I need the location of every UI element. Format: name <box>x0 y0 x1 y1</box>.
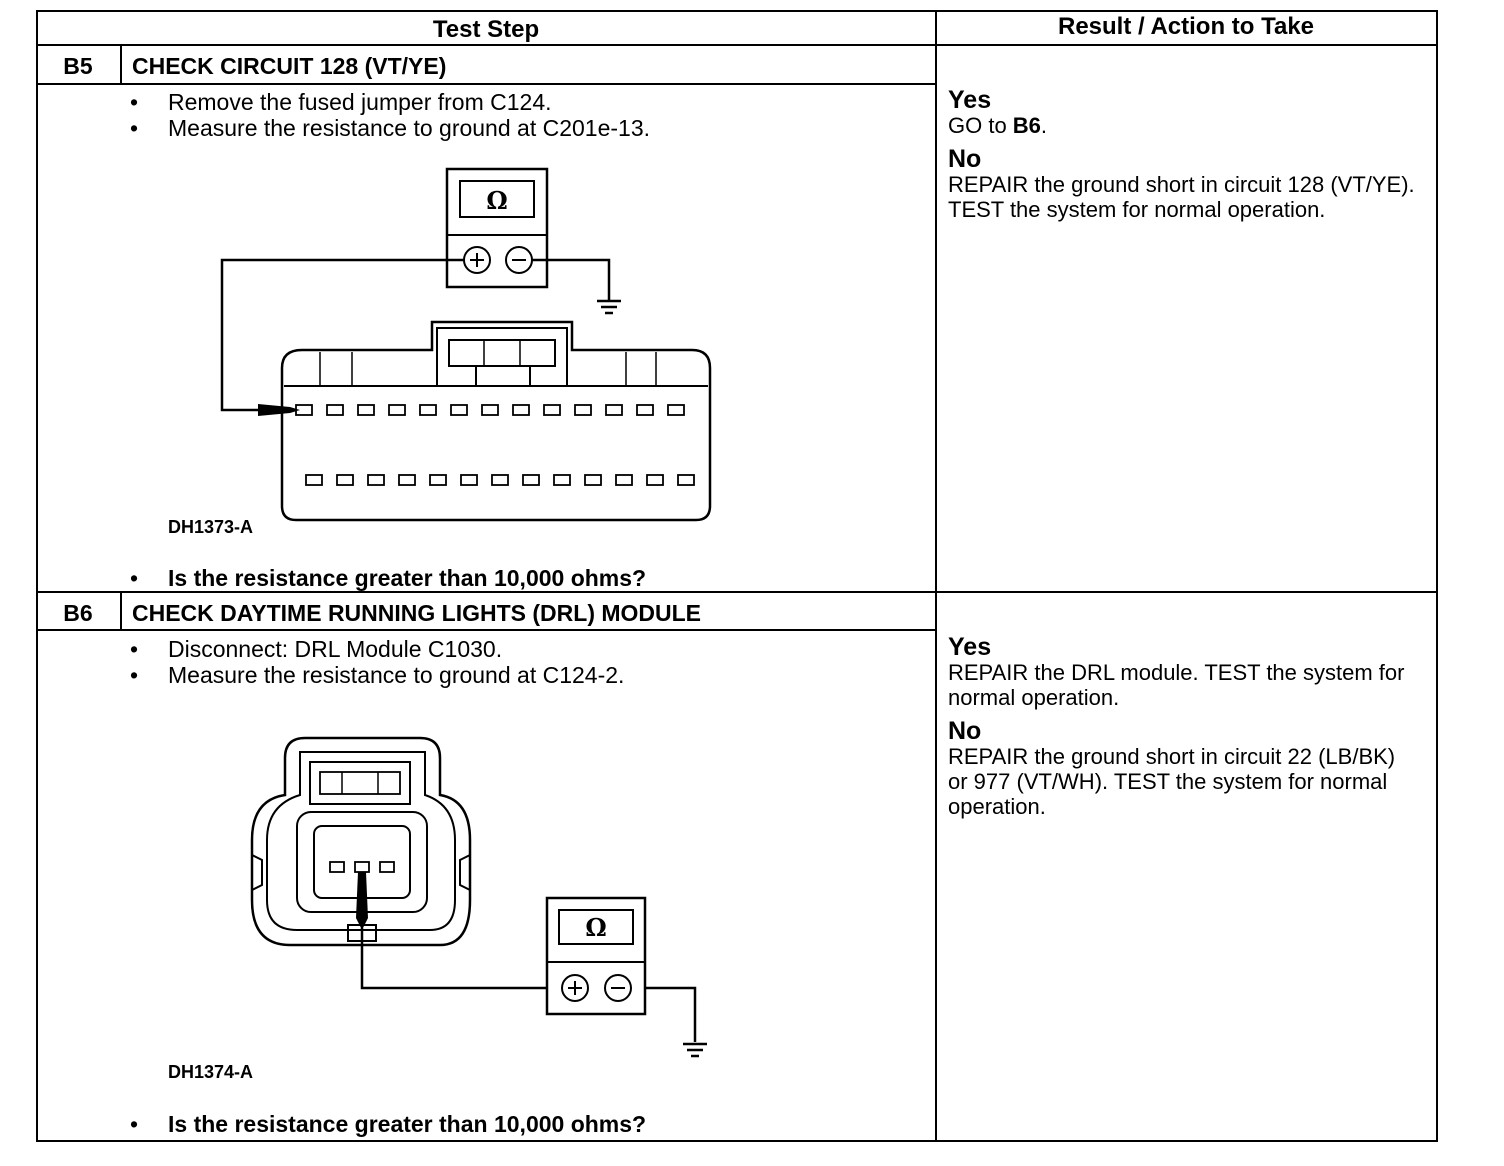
b5-instructions: Remove the fused jumper from C124. Measu… <box>130 89 650 141</box>
ohm-symbol: Ω <box>486 186 507 215</box>
header-divider <box>36 44 1438 46</box>
b6-yes-label: Yes <box>948 633 992 661</box>
b6-title-divider <box>36 629 936 631</box>
step-id-divider-b5 <box>120 44 122 84</box>
connector-c201e-icon <box>280 320 712 522</box>
probe-icon <box>258 404 300 416</box>
ground-symbol-icon <box>597 299 621 315</box>
header-test-step: Test Step <box>432 16 540 43</box>
b5-instruction-2: Measure the resistance to ground at C201… <box>130 115 650 141</box>
ground-symbol-icon <box>683 1042 707 1058</box>
b5-result: Yes GO to B6. No REPAIR the ground short… <box>948 87 1418 230</box>
b5-yes-text-post: . <box>1040 113 1048 138</box>
b6-wiring-diagram: Ω <box>250 736 707 1058</box>
b6-instruction-1: Disconnect: DRL Module C1030. <box>130 636 624 662</box>
b5-figure-label: DH1373-A <box>168 517 254 537</box>
column-divider <box>935 10 937 1142</box>
b5-yes-text: GO to B6. <box>948 113 1418 138</box>
b6-question: Is the resistance greater than 10,000 oh… <box>130 1111 646 1138</box>
ohm-symbol: Ω <box>585 913 606 942</box>
step-title-b6: CHECK DAYTIME RUNNING LIGHTS (DRL) MODUL… <box>132 600 702 626</box>
ohmmeter-icon: Ω <box>545 896 647 1016</box>
b5-no-text: REPAIR the ground short in circuit 128 (… <box>948 172 1415 222</box>
b5-yes-target: B6 <box>1012 113 1041 138</box>
b6-instructions: Disconnect: DRL Module C1030. Measure th… <box>130 636 624 688</box>
b6-no-label: No <box>948 717 982 745</box>
b5-no-label: No <box>948 145 982 173</box>
b5-instruction-1: Remove the fused jumper from C124. <box>130 89 650 115</box>
b5-yes-text-pre: GO to <box>948 113 1013 138</box>
b6-figure-label: DH1374-A <box>168 1062 254 1082</box>
row-divider <box>36 591 1438 593</box>
b5-wiring-diagram: Ω <box>220 167 712 522</box>
probe-icon <box>356 872 368 930</box>
b6-no-text: REPAIR the ground short in circuit 22 (L… <box>948 744 1396 819</box>
b5-yes-label: Yes <box>948 86 992 114</box>
diagnostic-table <box>36 10 1438 1142</box>
step-id-b6: B6 <box>63 600 93 626</box>
b6-instruction-2: Measure the resistance to ground at C124… <box>130 662 624 688</box>
step-title-b5: CHECK CIRCUIT 128 (VT/YE) <box>132 53 447 79</box>
step-id-b5: B5 <box>63 53 93 79</box>
b5-title-divider <box>36 83 936 85</box>
step-id-divider-b6 <box>120 591 122 631</box>
b5-question: Is the resistance greater than 10,000 oh… <box>130 565 646 592</box>
header-result-action: Result / Action to Take <box>1057 13 1315 40</box>
b6-result: Yes REPAIR the DRL module. TEST the syst… <box>948 634 1418 827</box>
b6-yes-text: REPAIR the DRL module. TEST the system f… <box>948 660 1405 710</box>
